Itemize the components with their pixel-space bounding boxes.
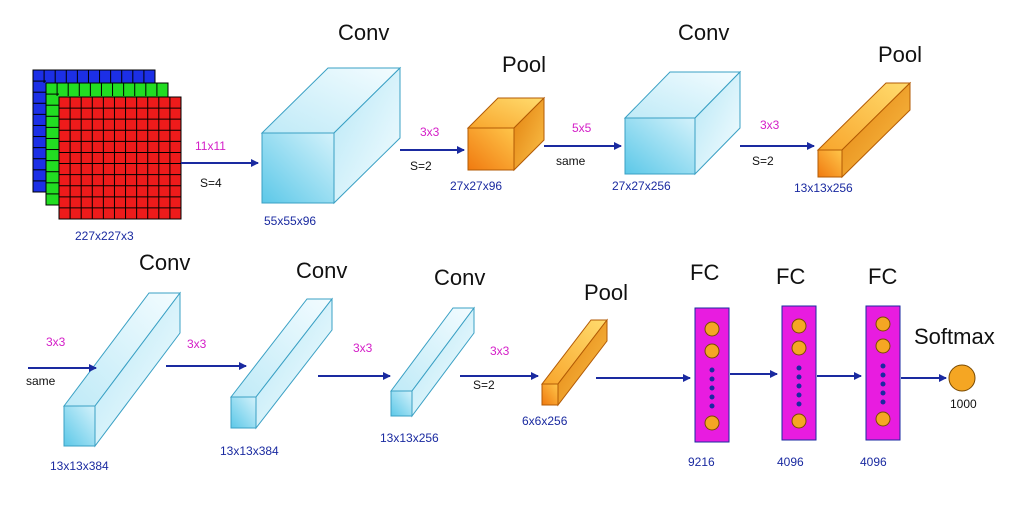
pool1-block xyxy=(466,96,546,172)
arrow-conv5-pool3-stride: S=2 xyxy=(473,378,495,392)
fc1-dot xyxy=(709,385,715,391)
fc1-dot xyxy=(709,367,715,373)
conv2-front-face xyxy=(624,117,696,175)
pool1-dims: 27x27x96 xyxy=(450,179,502,193)
arrow-conv2-pool2-kernel: 3x3 xyxy=(760,118,780,132)
pool3-dims: 6x6x256 xyxy=(522,414,568,428)
conv5-dims: 13x13x256 xyxy=(380,431,439,445)
fc1-dot xyxy=(709,376,715,382)
arrow-input-conv1-kernel: 11x11 xyxy=(195,139,226,153)
arrow-input-conv1-stride: S=4 xyxy=(200,176,222,190)
fc1-units: 9216 xyxy=(688,455,715,469)
pool3-front-face xyxy=(541,383,559,406)
fc1-title: FC xyxy=(690,260,719,285)
conv3-block xyxy=(62,291,182,448)
fc2-dot xyxy=(796,392,802,398)
arrow-in-conv3-kernel: 3x3 xyxy=(46,335,66,349)
softmax-units: 1000 xyxy=(950,397,977,411)
pool2-title: Pool xyxy=(878,42,922,67)
fc3-dot xyxy=(880,372,886,378)
fc3-dot xyxy=(880,381,886,387)
arrow-conv4-conv5-kernel: 3x3 xyxy=(353,341,373,355)
fc1-dot xyxy=(709,394,715,400)
fc3-layer xyxy=(865,305,901,441)
conv3-front-face xyxy=(63,405,96,447)
fc1-neuron xyxy=(704,321,720,337)
conv5-title: Conv xyxy=(434,265,485,290)
fc3-dot xyxy=(880,363,886,369)
fc3-dot xyxy=(880,390,886,396)
input-rgb-stack xyxy=(32,69,182,220)
arrow-conv5-pool3-kernel: 3x3 xyxy=(490,344,510,358)
fc3-neuron xyxy=(875,316,891,332)
conv5-front-face xyxy=(390,390,413,417)
conv4-block xyxy=(229,297,334,430)
arrow-pool1-conv2-note: same xyxy=(556,154,586,168)
input-red-channel xyxy=(58,96,182,220)
arrow-conv1-pool1-stride: S=2 xyxy=(410,159,432,173)
conv1-block xyxy=(260,66,402,205)
arrow-conv2-pool2-stride: S=2 xyxy=(752,154,774,168)
pool3-block xyxy=(540,318,609,407)
fc2-neuron xyxy=(791,413,807,429)
fc2-dot xyxy=(796,401,802,407)
conv5-block xyxy=(390,306,475,418)
fc2-dot xyxy=(796,374,802,380)
conv1-front-face xyxy=(261,132,335,204)
fc3-units: 4096 xyxy=(860,455,887,469)
pool2-dims: 13x13x256 xyxy=(794,181,853,195)
fc1-layer xyxy=(694,307,730,443)
softmax-title: Softmax xyxy=(914,324,995,349)
conv4-title: Conv xyxy=(296,258,347,283)
conv2-block xyxy=(623,70,742,176)
arrow-conv1-pool1-kernel: 3x3 xyxy=(420,125,440,139)
fc2-dot xyxy=(796,383,802,389)
conv4-dims: 13x13x384 xyxy=(220,444,279,458)
pool3-title: Pool xyxy=(584,280,628,305)
fc2-dot xyxy=(796,365,802,371)
fc2-layer xyxy=(781,305,817,441)
fc1-neuron xyxy=(704,343,720,359)
arrow-in-conv3-note: same xyxy=(26,374,56,388)
fc2-neuron xyxy=(791,340,807,356)
fc3-neuron xyxy=(875,338,891,354)
fc1-dot xyxy=(709,403,715,409)
conv1-dims: 55x55x96 xyxy=(264,214,316,228)
fc3-neuron xyxy=(875,411,891,427)
input-grid-lines xyxy=(33,70,181,219)
conv2-title: Conv xyxy=(678,20,729,45)
pool1-front-face xyxy=(467,127,515,171)
fc3-dot xyxy=(880,399,886,405)
fc2-title: FC xyxy=(776,264,805,289)
conv3-title: Conv xyxy=(139,250,190,275)
pool1-title: Pool xyxy=(502,52,546,77)
fc2-units: 4096 xyxy=(777,455,804,469)
conv4-front-face xyxy=(230,396,257,429)
conv3-dims: 13x13x384 xyxy=(50,459,109,473)
arrow-conv3-conv4-kernel: 3x3 xyxy=(187,337,207,351)
arrow-pool1-conv2-kernel: 5x5 xyxy=(572,121,592,135)
pool2-block xyxy=(816,81,912,179)
fc3-title: FC xyxy=(868,264,897,289)
fc1-neuron xyxy=(704,415,720,431)
pool2-front-face xyxy=(817,149,843,178)
softmax-neuron xyxy=(948,364,976,392)
conv1-title: Conv xyxy=(338,20,389,45)
fc2-neuron xyxy=(791,318,807,334)
conv2-dims: 27x27x256 xyxy=(612,179,671,193)
input-dims-label: 227x227x3 xyxy=(75,229,134,243)
